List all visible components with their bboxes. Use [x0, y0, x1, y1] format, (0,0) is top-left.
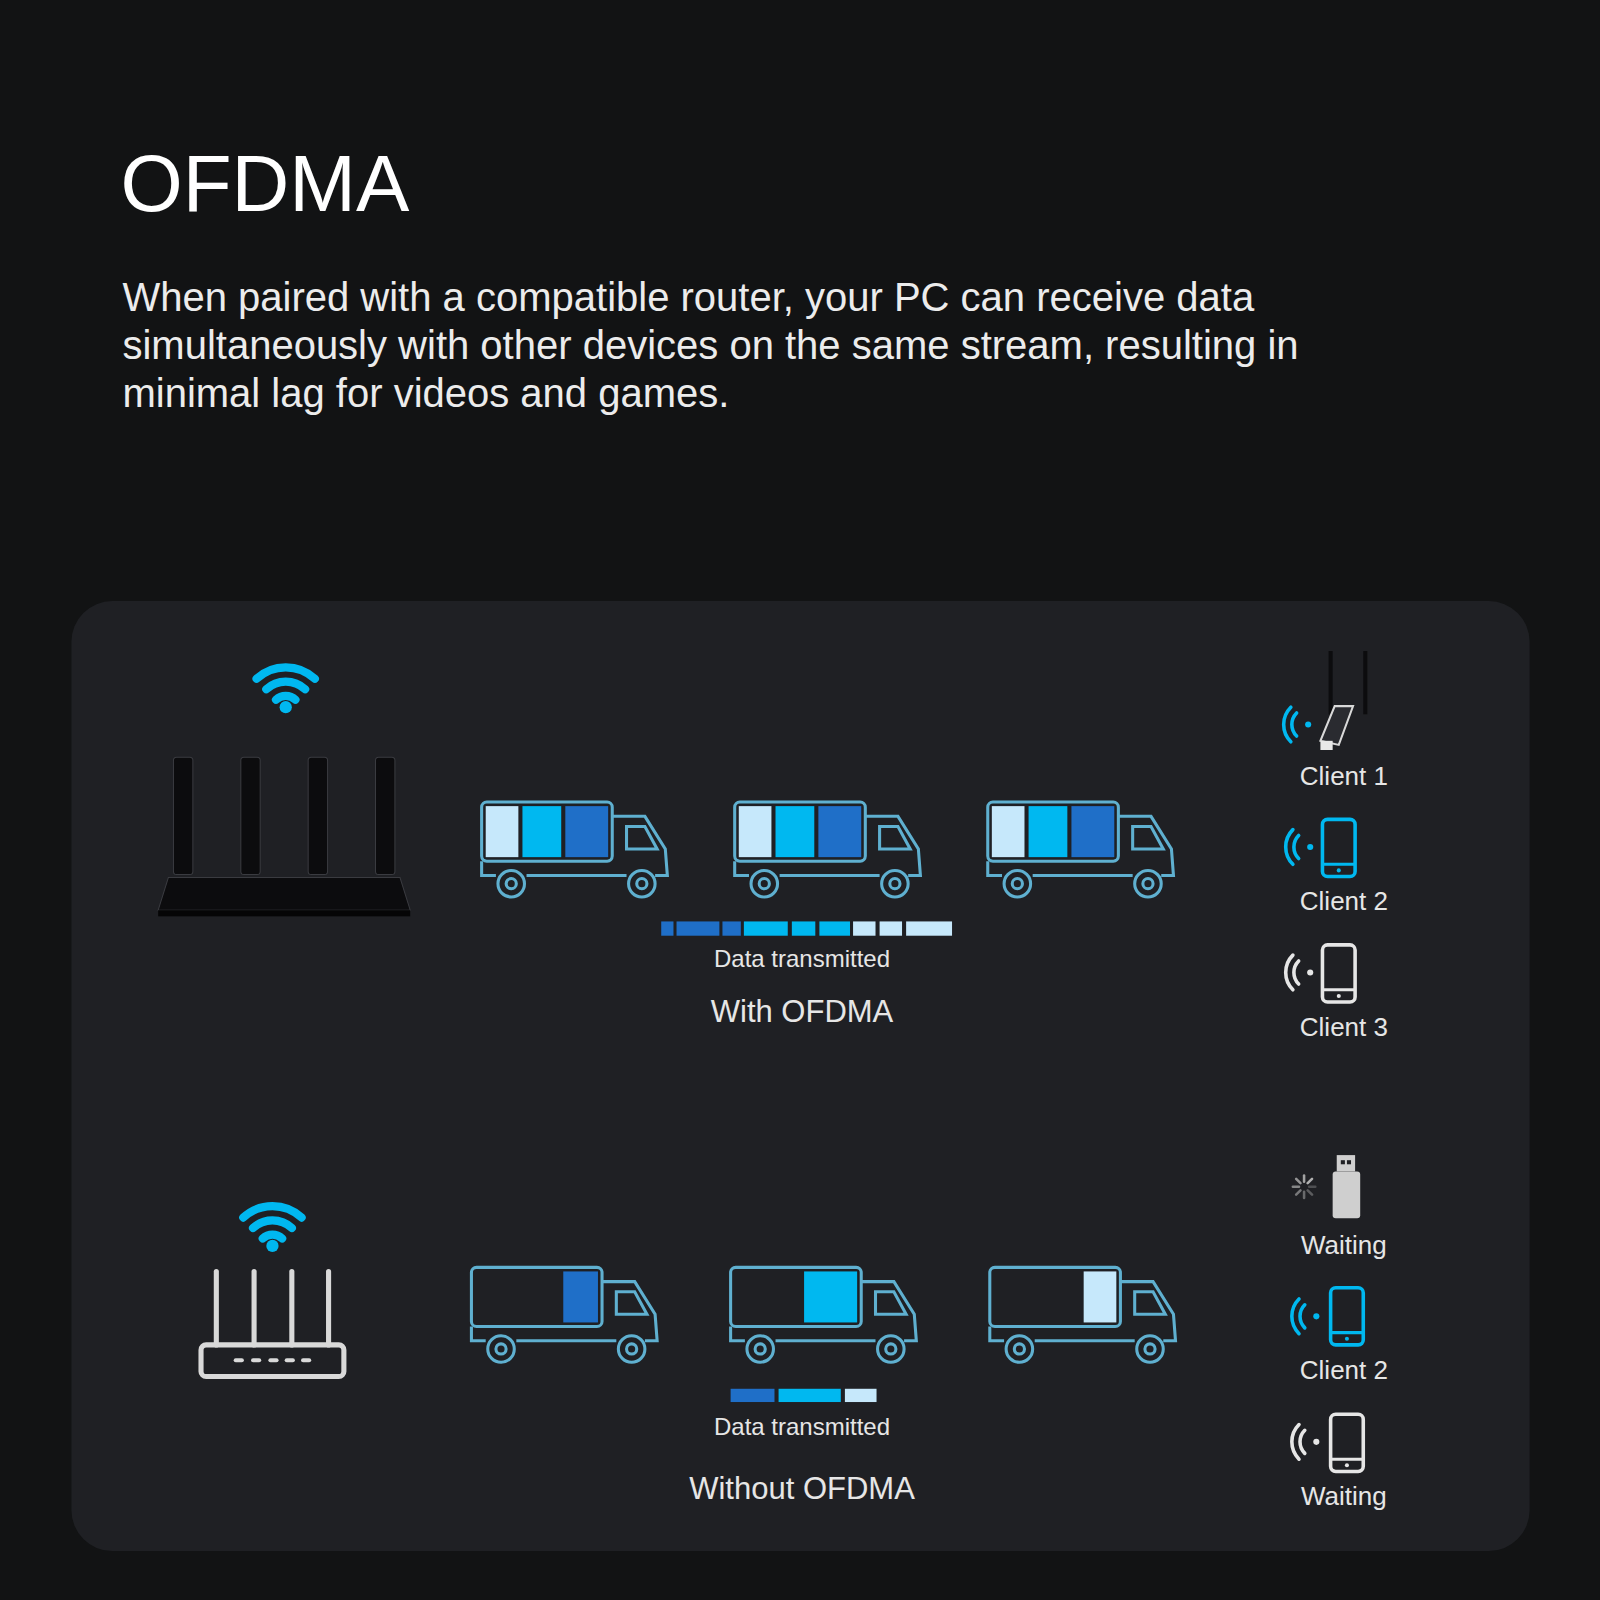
truck-icon — [471, 1267, 657, 1362]
signal-waves — [1292, 1299, 1320, 1334]
caption-text: When paired with a compatible router, yo… — [122, 273, 1422, 417]
section-label: Without OFDMA — [689, 1471, 915, 1507]
section-label: With OFDMA — [711, 994, 894, 1030]
loading-spinner — [1293, 1176, 1315, 1198]
wifi-icon — [243, 1206, 301, 1252]
client-label: Client 2 — [1300, 1355, 1388, 1386]
client-label: Client 1 — [1300, 760, 1388, 791]
client-label: Waiting — [1301, 1229, 1387, 1260]
phone-icon — [1331, 1288, 1364, 1345]
data-label: Data transmitted — [714, 1413, 890, 1441]
usb-stick-icon — [1333, 1155, 1361, 1218]
data-bar — [731, 1389, 877, 1402]
signal-waves — [1284, 707, 1312, 742]
truck-icon — [988, 802, 1174, 897]
truck-icon — [731, 1267, 917, 1362]
client-label: Client 2 — [1300, 886, 1388, 917]
phone-icon — [1331, 1414, 1364, 1471]
data-bar — [661, 921, 952, 935]
signal-waves — [1292, 1425, 1320, 1460]
client-label: Waiting — [1301, 1480, 1387, 1511]
router-icon — [201, 1271, 344, 1376]
client-label: Client 3 — [1300, 1011, 1388, 1042]
wifi-icon — [257, 667, 315, 713]
truck-icon — [482, 802, 668, 897]
signal-waves — [1286, 830, 1314, 865]
page-title: OFDMA — [120, 141, 409, 227]
usb-adapter-icon — [1320, 651, 1365, 750]
phone-icon — [1322, 819, 1355, 876]
signal-waves — [1286, 955, 1314, 990]
router-photo — [158, 757, 410, 916]
panel — [71, 601, 1529, 1551]
phone-icon — [1322, 945, 1355, 1002]
truck-icon — [990, 1267, 1176, 1362]
data-label: Data transmitted — [714, 945, 890, 973]
truck-icon — [735, 802, 921, 897]
